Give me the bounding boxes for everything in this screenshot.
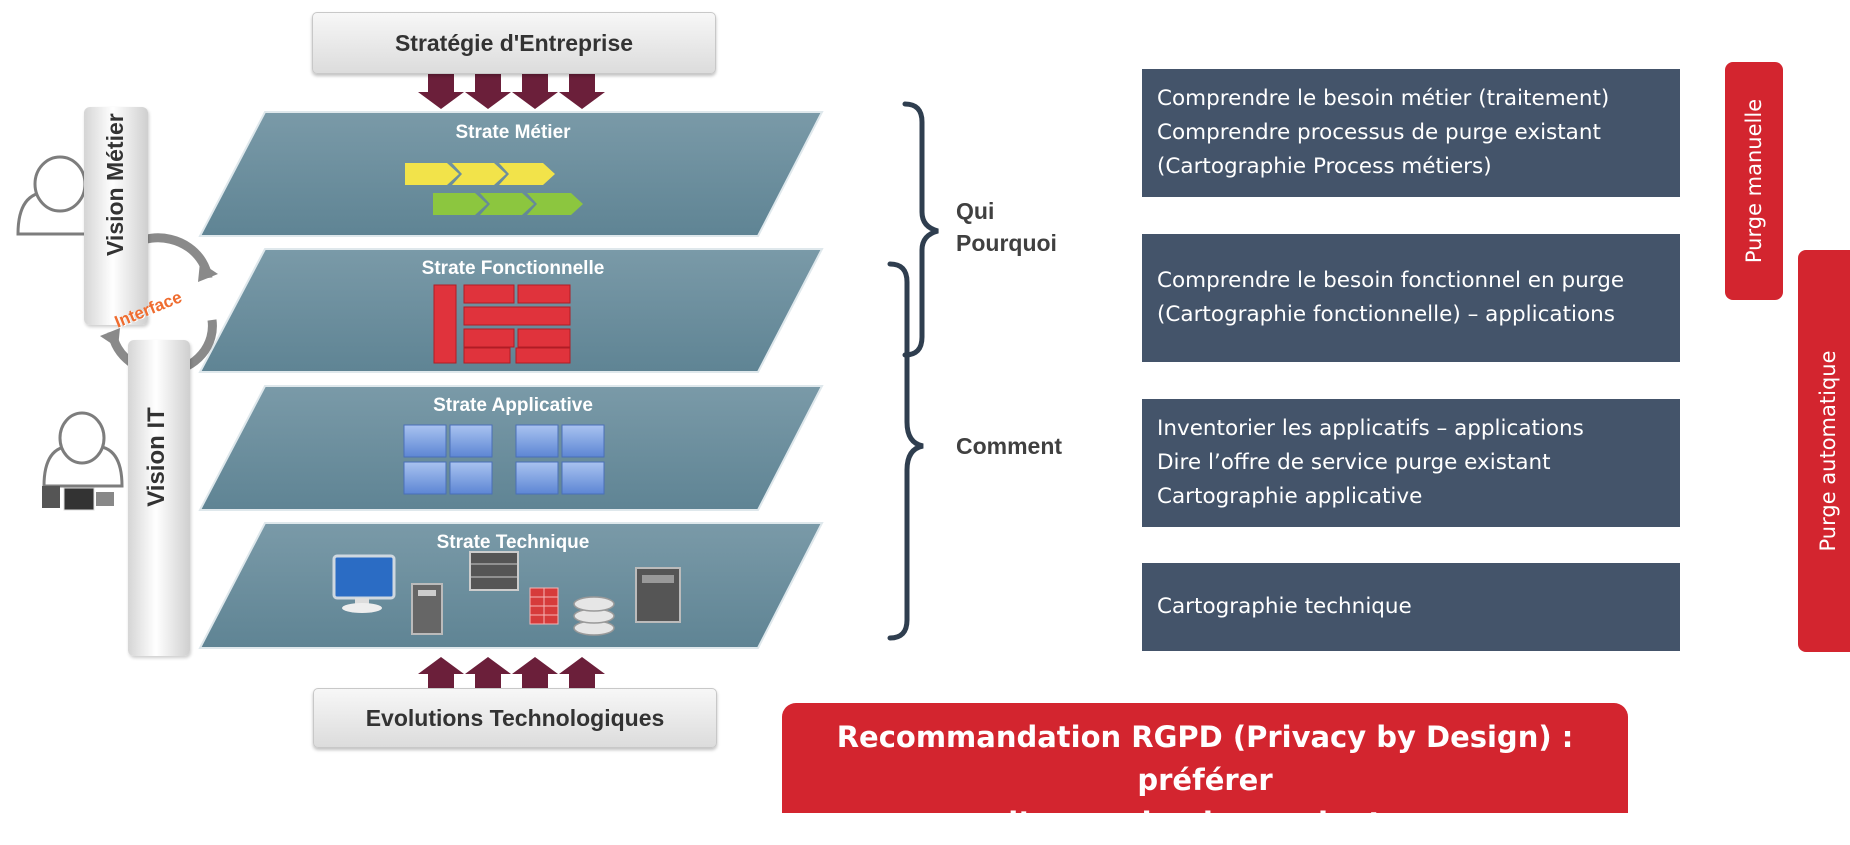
process-chevrons-icon xyxy=(405,163,583,215)
box-metier-line: Comprendre le besoin métier (traitement) xyxy=(1157,86,1610,111)
purge-manuelle-label: Purge manuelle xyxy=(1742,98,1766,264)
purge-manuelle-tab: Purge manuelle xyxy=(1725,62,1783,300)
storage-tower-icon xyxy=(635,567,681,623)
recommendation-line-1: Recommandation RGPD (Privacy by Design) … xyxy=(836,720,1574,797)
box-fonctionnelle: Comprendre le besoin fonctionnel en purg… xyxy=(1142,234,1680,362)
it-user-icon xyxy=(42,411,124,511)
box-fonctionnelle-line: (Cartographie fonctionnelle) – applicati… xyxy=(1157,302,1615,327)
recommendation-line-2: l’approche descendante xyxy=(1008,806,1402,840)
server-rack-icon xyxy=(469,551,519,591)
box-metier-line: (Cartographie Process métiers) xyxy=(1157,154,1492,179)
strate-title-metier: Strate Métier xyxy=(455,122,571,143)
server-tower-icon xyxy=(411,583,443,635)
strate-title-fonctionnelle: Strate Fonctionnelle xyxy=(422,258,605,279)
functional-blocks-icon xyxy=(433,284,571,364)
box-metier-line: Comprendre processus de purge existant xyxy=(1157,120,1601,145)
box-technique-line: Cartographie technique xyxy=(1157,594,1412,619)
box-applicative-line: Inventorier les applicatifs – applicatio… xyxy=(1157,416,1584,441)
technology-evolution-box: Evolutions Technologiques xyxy=(313,688,717,748)
strategy-box: Stratégie d'Entreprise xyxy=(312,12,716,74)
application-cubes-icon xyxy=(403,424,605,495)
architecture-diagram: Strate Métier Strate Fonctionnelle Strat… xyxy=(16,72,939,694)
purge-automatique-label: Purge automatique xyxy=(1816,350,1840,552)
box-applicative: Inventorier les applicatifs – applicatio… xyxy=(1142,399,1680,527)
brace-comment-icon xyxy=(887,261,924,641)
box-metier: Comprendre le besoin métier (traitement)… xyxy=(1142,69,1680,197)
technology-arrows xyxy=(418,657,605,694)
purge-automatique-tab: Purge automatique xyxy=(1798,250,1850,652)
strate-title-applicative: Strate Applicative xyxy=(433,395,593,416)
box-technique: Cartographie technique xyxy=(1142,563,1680,651)
firewall-icon xyxy=(529,587,559,625)
brace-qui-pourquoi-icon xyxy=(902,101,939,358)
vision-it-label: Vision IT xyxy=(143,407,170,507)
box-applicative-line: Cartographie applicative xyxy=(1157,484,1423,509)
vision-metier-pillar xyxy=(84,107,148,325)
hardware-icons xyxy=(332,551,681,636)
box-fonctionnelle-line: Comprendre le besoin fonctionnel en purg… xyxy=(1157,268,1625,293)
vision-metier-label: Vision Métier xyxy=(102,113,128,256)
qui-label: Qui xyxy=(956,198,995,224)
recommendation-banner: Recommandation RGPD (Privacy by Design) … xyxy=(782,703,1628,840)
pourquoi-label: Pourquoi xyxy=(956,230,1057,256)
comment-label: Comment xyxy=(956,433,1063,459)
strate-title-technique: Strate Technique xyxy=(437,532,590,553)
database-icon xyxy=(573,596,615,636)
vision-it-pillar xyxy=(128,340,190,656)
monitor-icon xyxy=(332,554,396,613)
strategy-arrows xyxy=(418,72,605,109)
box-applicative-line: Dire l’offre de service purge existant xyxy=(1157,450,1551,475)
